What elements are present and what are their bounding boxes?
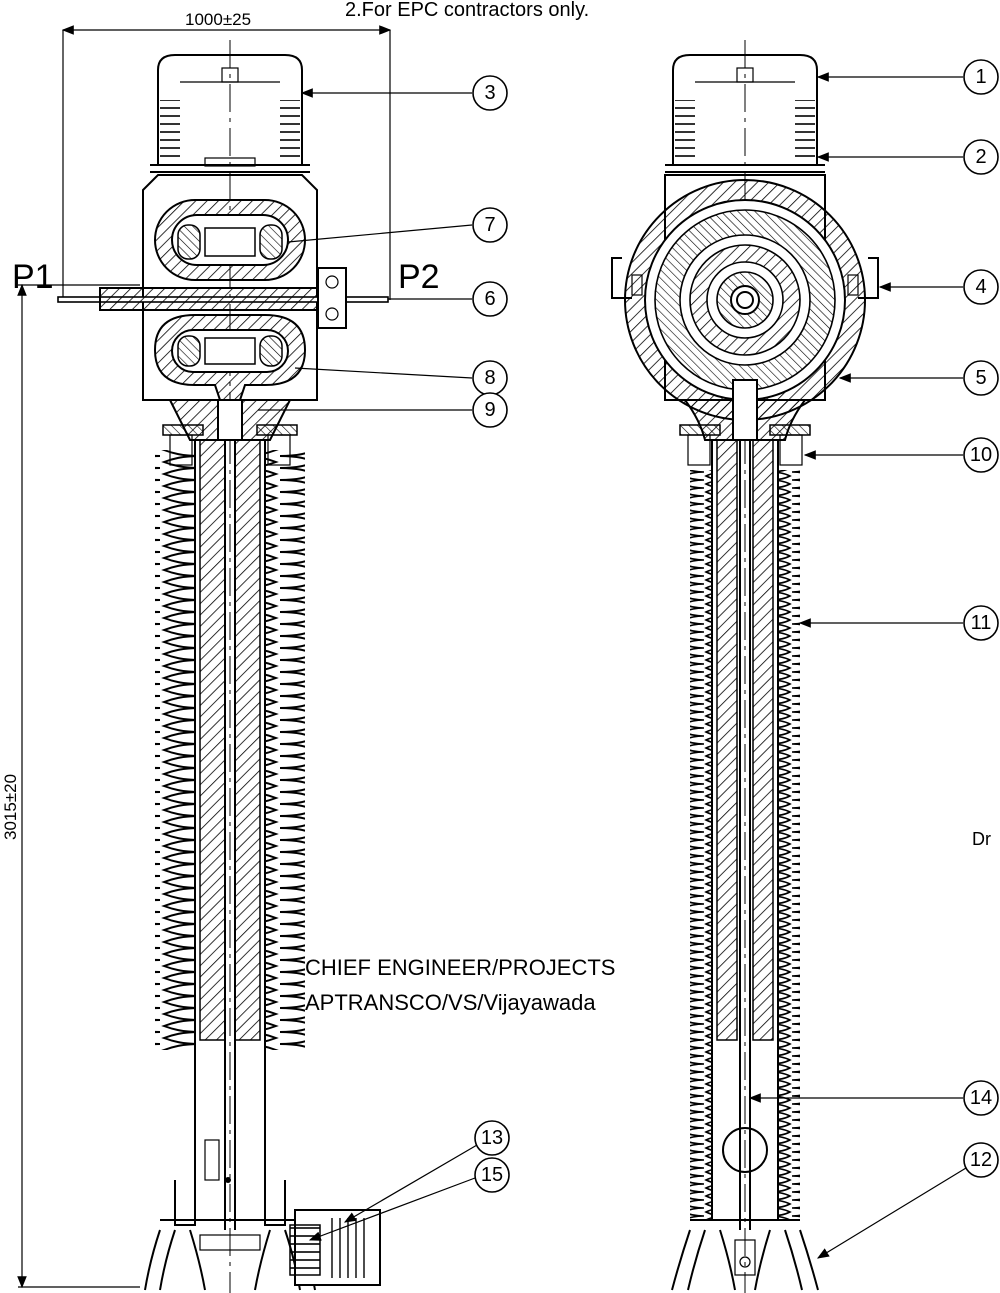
balloon-9: 9 <box>484 399 495 421</box>
balloon-2: 2 <box>975 146 986 168</box>
leader-12: 12 <box>816 1142 999 1259</box>
right-side-view <box>611 40 879 1293</box>
balloon-10: 10 <box>970 444 992 466</box>
terminal-p1-label: P1 <box>12 258 54 296</box>
leader-11: 11 <box>798 605 999 641</box>
stamp-line-1: CHIEF ENGINEER/PROJECTS <box>305 955 615 980</box>
balloon-11: 11 <box>971 612 992 634</box>
balloon-14: 14 <box>970 1087 992 1109</box>
balloon-8: 8 <box>484 367 495 389</box>
leader-4: 4 <box>878 269 999 305</box>
balloon-1: 1 <box>975 66 986 88</box>
partial-text: Dr <box>972 829 991 849</box>
balloon-3: 3 <box>484 82 495 104</box>
left-section-view <box>57 40 389 1293</box>
leader-1: 1 <box>816 59 999 95</box>
leader-9: 9 <box>258 392 508 428</box>
balloon-13: 13 <box>481 1127 503 1149</box>
width-dimension: 1000±25 <box>61 10 392 300</box>
leader-15: 15 <box>308 1157 510 1241</box>
header-note: 2.For EPC contractors only. <box>345 0 589 21</box>
balloon-5: 5 <box>975 367 986 389</box>
stamp-line-2: APTRANSCO/VS/Vijayawada <box>305 990 596 1015</box>
leader-13: 13 <box>343 1120 510 1223</box>
height-dimension-label: 3015±20 <box>1 774 20 840</box>
leader-5: 5 <box>838 360 999 396</box>
height-dimension: 3015±20 <box>1 283 140 1289</box>
leader-6: 6 <box>388 281 508 317</box>
terminal-p2-label: P2 <box>398 258 440 296</box>
balloon-15: 15 <box>481 1164 503 1186</box>
balloon-12: 12 <box>970 1149 992 1171</box>
leader-2: 2 <box>816 139 999 175</box>
balloon-7: 7 <box>484 214 495 236</box>
leader-10: 10 <box>803 437 999 473</box>
leader-14: 14 <box>748 1080 999 1116</box>
balloon-4: 4 <box>975 276 986 298</box>
leader-3: 3 <box>300 75 508 111</box>
balloon-6: 6 <box>484 288 495 310</box>
leader-8: 8 <box>294 360 508 396</box>
width-dimension-label: 1000±25 <box>185 10 251 29</box>
leader-7: 7 <box>287 207 508 243</box>
